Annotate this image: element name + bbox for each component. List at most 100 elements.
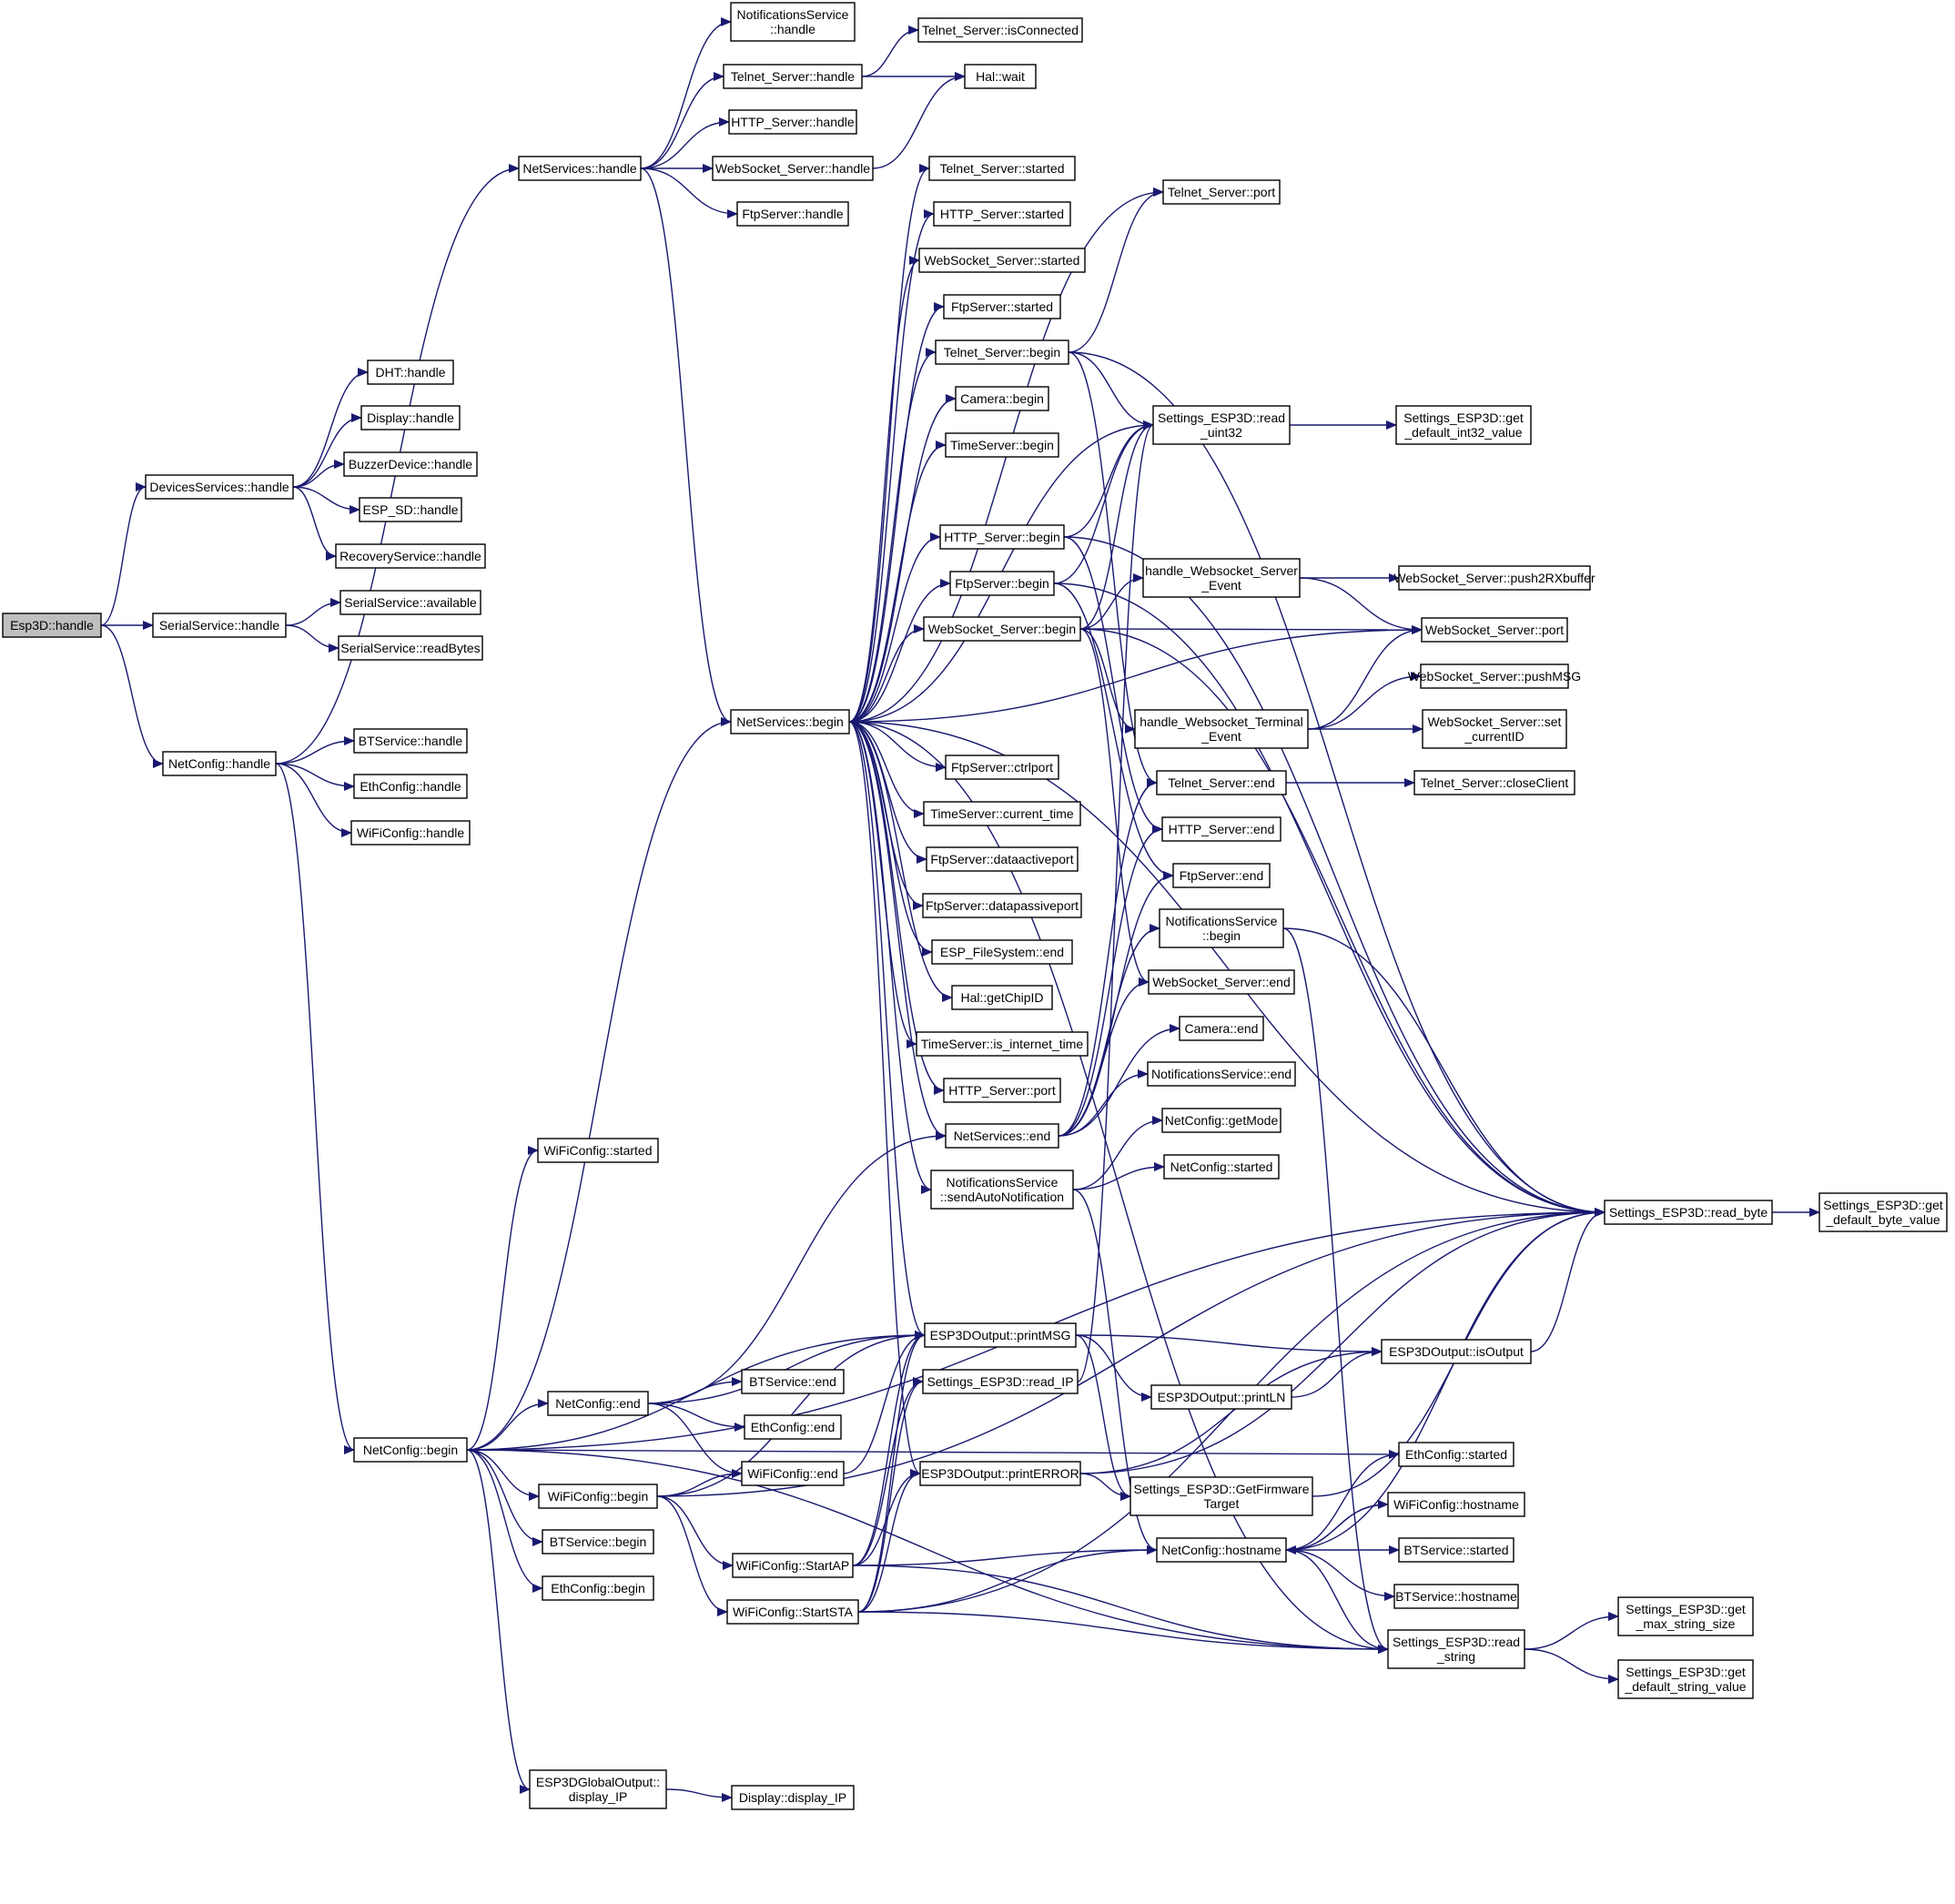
node-camera-end[interactable]: Camera::end [1179, 1016, 1264, 1041]
node-telnet-started[interactable]: Telnet_Server::started [928, 156, 1076, 181]
node-websocket-handle[interactable]: WebSocket_Server::handle [712, 156, 874, 181]
call-edge-wificonfig-startsta-to-settings-read-ip [857, 1377, 924, 1613]
node-netconfig-begin[interactable]: NetConfig::begin [353, 1437, 468, 1463]
call-edge-wificonfig-startsta-to-netconfig-hostname [857, 1545, 1158, 1613]
node-ws-push2rxbuffer[interactable]: WebSocket_Server::push2RXbuffer [1393, 565, 1595, 591]
node-box [943, 294, 1061, 319]
node-espsd-handle[interactable]: ESP_SD::handle [359, 497, 462, 522]
node-box [1387, 1629, 1525, 1669]
node-http-handle[interactable]: HTTP_Server::handle [728, 109, 857, 135]
node-btservice-handle[interactable]: BTService::handle [353, 728, 468, 754]
node-telnet-end[interactable]: Telnet_Server::end [1156, 770, 1287, 795]
node-btservice-hostname[interactable]: BTService::hostname [1393, 1584, 1519, 1609]
node-handle-ws-server-event[interactable]: handle_Websocket_Server_Event [1142, 558, 1301, 598]
node-output-printerror[interactable]: ESP3DOutput::printERROR [919, 1461, 1081, 1486]
node-telnet-begin[interactable]: Telnet_Server::begin [935, 339, 1069, 365]
node-display-display-ip[interactable]: Display::display_IP [731, 1785, 855, 1810]
node-timeserver-begin[interactable]: TimeServer::begin [945, 432, 1059, 458]
node-settings-get-default-string[interactable]: Settings_ESP3D::get_default_string_value [1617, 1659, 1754, 1699]
call-edge-telnet-begin-to-telnet-port [1068, 187, 1164, 353]
node-btservice-end[interactable]: BTService::end [741, 1369, 845, 1394]
node-camera-begin[interactable]: Camera::begin [955, 386, 1049, 411]
node-output-println[interactable]: ESP3DOutput::printLN [1150, 1384, 1292, 1410]
node-netservices-begin[interactable]: NetServices::begin [730, 709, 850, 734]
node-http-begin[interactable]: HTTP_Server::begin [939, 524, 1065, 550]
node-ethconfig-end[interactable]: EthConfig::end [744, 1414, 842, 1440]
node-netconfig-end[interactable]: NetConfig::end [547, 1391, 649, 1416]
node-dht-handle[interactable]: DHT::handle [367, 360, 454, 385]
node-ws-port[interactable]: WebSocket_Server::port [1421, 617, 1568, 643]
node-devices-handle[interactable]: DevicesServices::handle [145, 474, 294, 500]
node-box [919, 1461, 1081, 1486]
node-websocket-begin[interactable]: WebSocket_Server::begin [923, 616, 1081, 642]
node-notif-begin[interactable]: NotificationsService::begin [1159, 908, 1284, 948]
node-http-port[interactable]: HTTP_Server::port [943, 1078, 1061, 1103]
node-settings-read-string[interactable]: Settings_ESP3D::read_string [1387, 1629, 1525, 1669]
node-globaloutput-display-ip[interactable]: ESP3DGlobalOutput::display_IP [529, 1769, 667, 1809]
node-netservices-end[interactable]: NetServices::end [945, 1123, 1059, 1149]
node-hal-getchipid[interactable]: Hal::getChipID [951, 985, 1053, 1010]
node-ftp-datapassiveport[interactable]: FtpServer::datapassiveport [922, 893, 1082, 918]
node-serial-available[interactable]: SerialService::available [339, 590, 481, 615]
node-recovery-handle[interactable]: RecoveryService::handle [335, 543, 486, 569]
node-ethconfig-handle[interactable]: EthConfig::handle [353, 774, 468, 799]
node-ftp-handle[interactable]: FtpServer::handle [736, 201, 849, 227]
node-output-printmsg[interactable]: ESP3DOutput::printMSG [924, 1322, 1077, 1348]
node-serial-readbytes[interactable]: SerialService::readBytes [338, 635, 483, 661]
node-netconfig-started[interactable]: NetConfig::started [1163, 1154, 1280, 1180]
node-wificonfig-startap[interactable]: WiFiConfig::StartAP [732, 1553, 854, 1578]
node-label: Esp3D::handle [10, 618, 94, 633]
node-wificonfig-handle[interactable]: WiFiConfig::handle [350, 820, 471, 846]
node-notif-sendauto[interactable]: NotificationsService::sendAutoNotificati… [930, 1170, 1074, 1210]
node-wificonfig-started[interactable]: WiFiConfig::started [537, 1138, 659, 1163]
node-output-isoutput[interactable]: ESP3DOutput::isOutput [1381, 1339, 1532, 1364]
node-websocket-started[interactable]: WebSocket_Server::started [918, 248, 1086, 273]
node-buzzer-handle[interactable]: BuzzerDevice::handle [343, 451, 478, 477]
node-telnet-closeclient[interactable]: Telnet_Server::closeClient [1413, 770, 1575, 795]
node-netconfig-hostname[interactable]: NetConfig::hostname [1156, 1537, 1287, 1563]
node-espfs-end[interactable]: ESP_FileSystem::end [931, 939, 1073, 965]
node-notif-end[interactable]: NotificationsService::end [1147, 1061, 1296, 1087]
node-ws-set-currentid[interactable]: WebSocket_Server::set_currentID [1422, 709, 1567, 749]
node-wificonfig-begin[interactable]: WiFiConfig::begin [538, 1484, 658, 1509]
node-ftp-started[interactable]: FtpServer::started [943, 294, 1061, 319]
node-ethconfig-started[interactable]: EthConfig::started [1398, 1442, 1514, 1467]
call-edge-netconfig-end-to-netservices-end [647, 1131, 947, 1404]
node-settings-get-max-string-size[interactable]: Settings_ESP3D::get_max_string_size [1617, 1596, 1754, 1636]
node-netservices-handle[interactable]: NetServices::handle [518, 156, 642, 181]
node-ftp-dataactiveport[interactable]: FtpServer::dataactiveport [926, 846, 1079, 872]
node-wificonfig-hostname[interactable]: WiFiConfig::hostname [1387, 1492, 1525, 1517]
node-settings-get-default-byte[interactable]: Settings_ESP3D::get_default_byte_value [1818, 1192, 1948, 1232]
node-settings-read-uint32[interactable]: Settings_ESP3D::read_uint32 [1152, 405, 1291, 445]
node-btservice-begin[interactable]: BTService::begin [542, 1529, 654, 1555]
node-telnet-handle[interactable]: Telnet_Server::handle [723, 64, 863, 89]
node-http-end[interactable]: HTTP_Server::end [1161, 816, 1281, 842]
node-notif-handle[interactable]: NotificationsService::handle [730, 2, 856, 42]
node-handle-ws-terminal-event[interactable]: handle_Websocket_Terminal_Event [1134, 709, 1309, 749]
node-wificonfig-startsta[interactable]: WiFiConfig::StartSTA [726, 1599, 859, 1625]
node-esp3d-handle[interactable]: Esp3D::handle [2, 613, 102, 638]
node-hal-wait[interactable]: Hal::wait [964, 64, 1037, 89]
node-telnet-port[interactable]: Telnet_Server::port [1162, 179, 1281, 205]
node-netconfig-getmode[interactable]: NetConfig::getMode [1161, 1108, 1281, 1133]
node-netconfig-handle[interactable]: NetConfig::handle [162, 751, 277, 776]
node-ws-end[interactable]: WebSocket_Server::end [1148, 969, 1295, 995]
node-ftp-ctrlport[interactable]: FtpServer::ctrlport [945, 755, 1059, 780]
node-box [726, 1599, 859, 1625]
node-timeserver-is-internet-time[interactable]: TimeServer::is_internet_time [916, 1031, 1089, 1057]
node-settings-get-default-int32[interactable]: Settings_ESP3D::get_default_int32_value [1395, 405, 1532, 445]
node-ws-pushmsg[interactable]: WebSocket_Server::pushMSG [1408, 663, 1581, 689]
node-wificonfig-end[interactable]: WiFiConfig::end [741, 1461, 845, 1486]
node-ethconfig-begin[interactable]: EthConfig::begin [542, 1575, 654, 1601]
node-btservice-started[interactable]: BTService::started [1398, 1537, 1514, 1563]
node-serialservice-handle[interactable]: SerialService::handle [152, 613, 287, 638]
node-ftp-end[interactable]: FtpServer::end [1172, 863, 1271, 888]
node-timeserver-current-time[interactable]: TimeServer::current_time [923, 801, 1081, 826]
node-display-handle[interactable]: Display::handle [360, 405, 461, 430]
node-http-started[interactable]: HTTP_Server::started [933, 201, 1071, 227]
node-settings-read-byte[interactable]: Settings_ESP3D::read_byte [1604, 1200, 1773, 1225]
node-ftp-begin[interactable]: FtpServer::begin [949, 571, 1055, 596]
node-settings-read-ip[interactable]: Settings_ESP3D::read_IP [922, 1369, 1079, 1394]
node-telnet-isconnected[interactable]: Telnet_Server::isConnected [917, 17, 1083, 43]
